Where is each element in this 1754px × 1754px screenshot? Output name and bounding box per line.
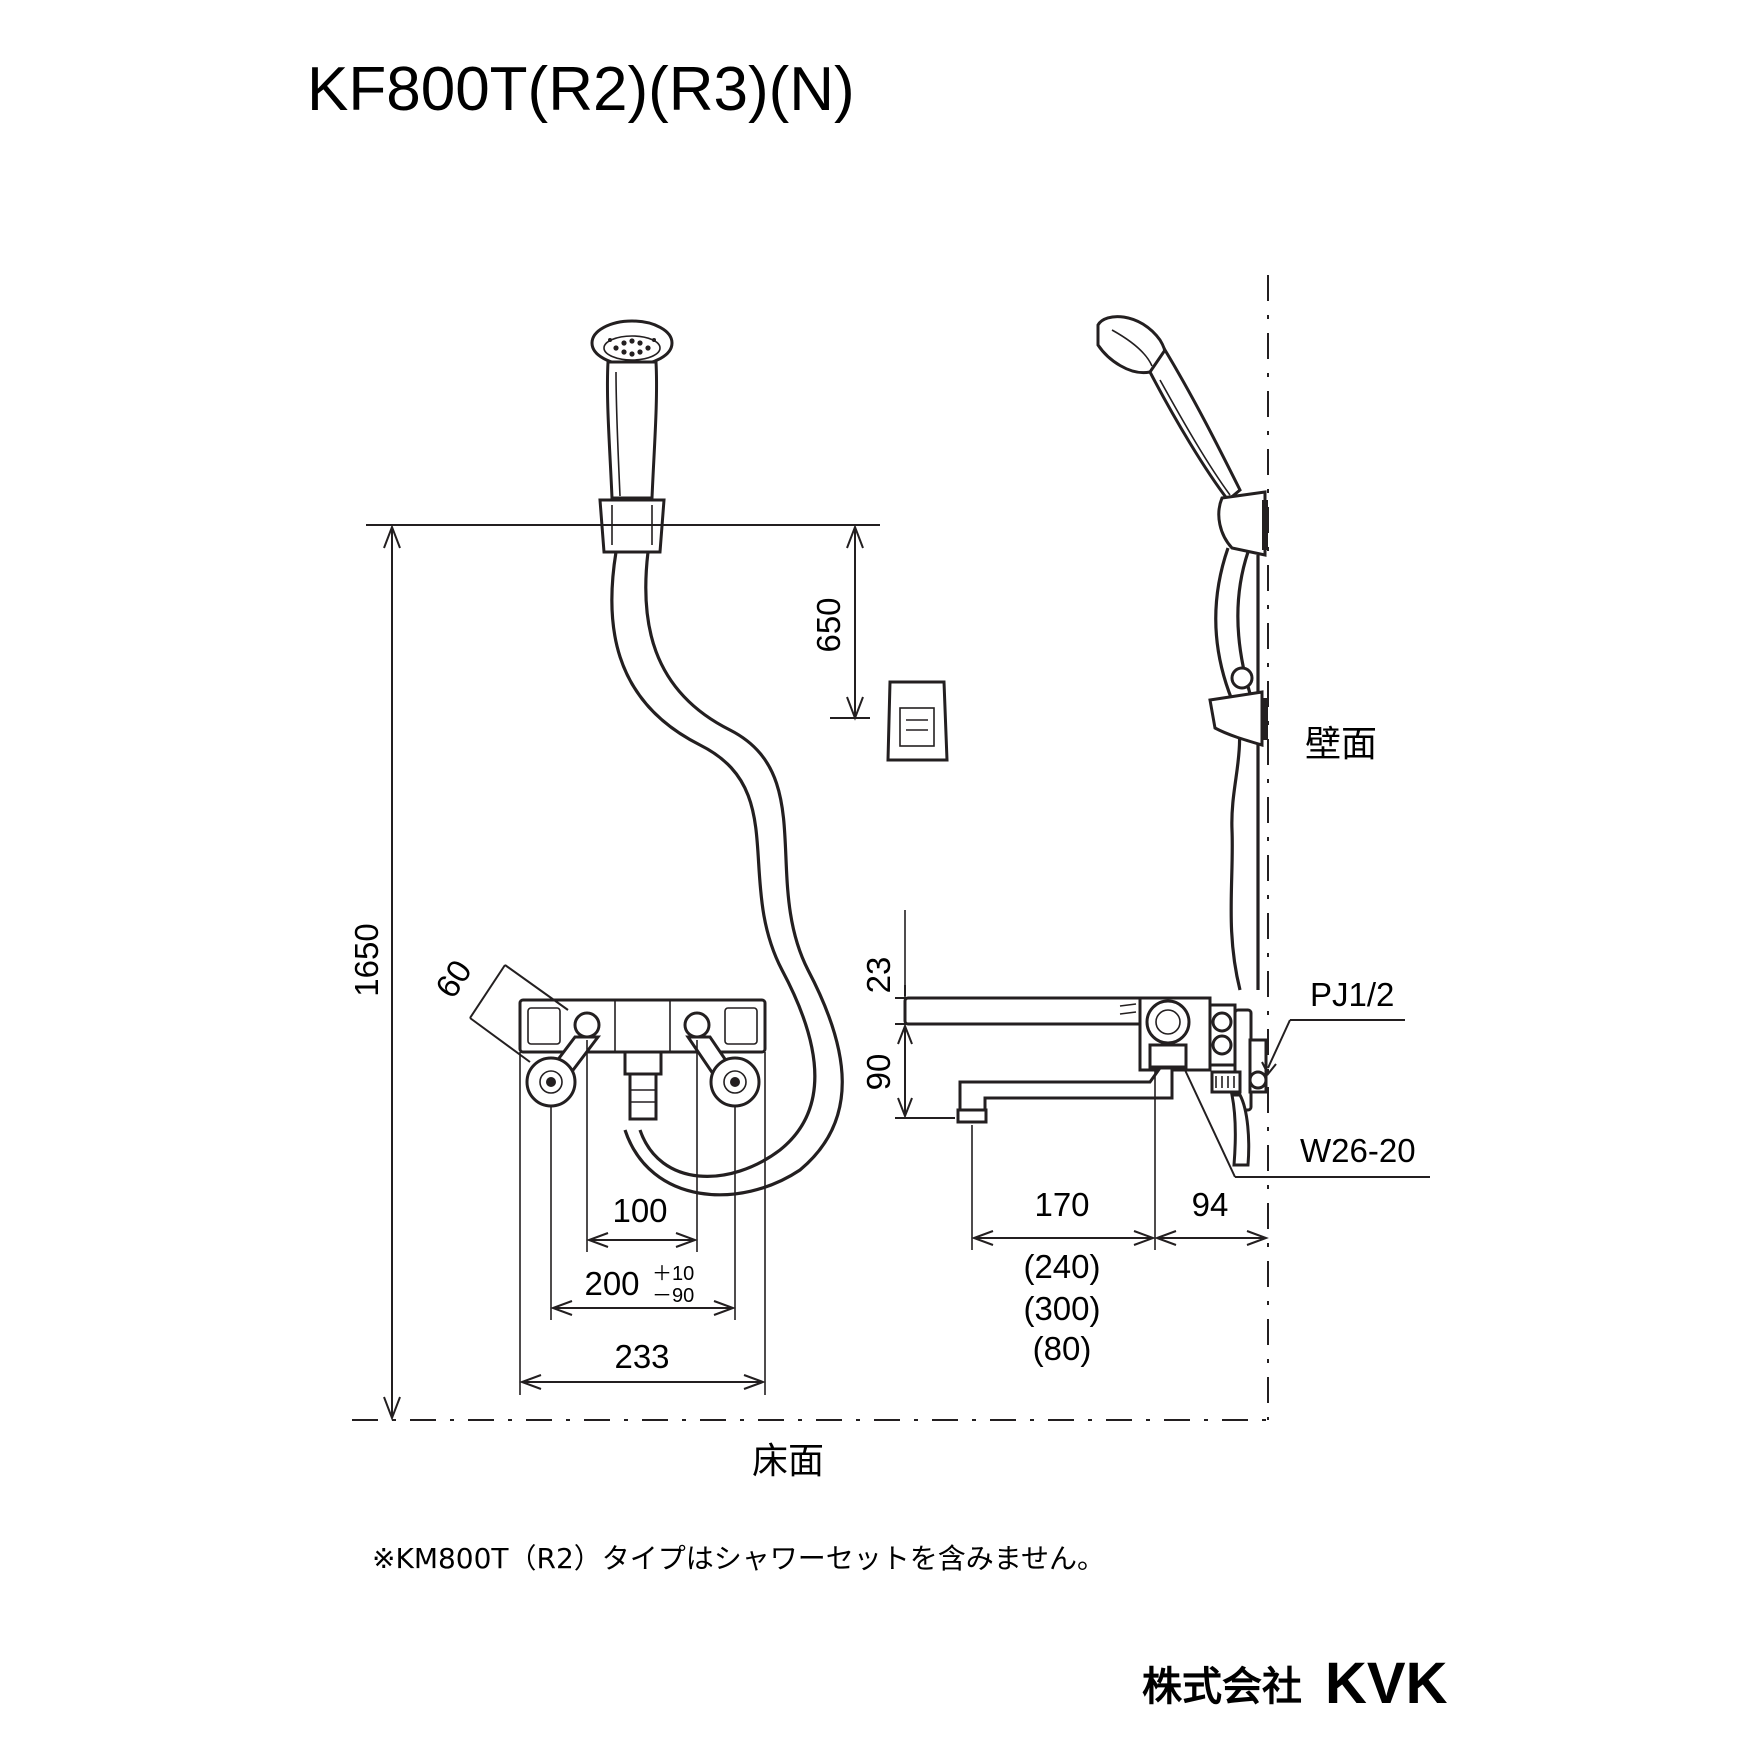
mixer-side-icon — [903, 996, 1268, 1167]
dim-spout-length: 170 — [1034, 1186, 1089, 1223]
footnote: ※KM800T（R2）タイプはシャワーセットを含みません。 — [372, 1542, 1105, 1575]
side-slider-icon — [1208, 690, 1264, 748]
company-name: 株式会社 — [1142, 1664, 1302, 1710]
dim-inner-spacing: 100 — [612, 1192, 667, 1229]
dim-body-width: 233 — [614, 1338, 669, 1375]
side-view — [903, 315, 1268, 1167]
hanger-bracket-icon — [886, 680, 949, 762]
front-view — [518, 319, 949, 1197]
dim-alt-spout-1: (240) — [1023, 1248, 1100, 1285]
dim-pitch: 200 — [584, 1265, 639, 1302]
dim-hanger-distance: 650 — [810, 597, 847, 652]
dim-total-height: 1650 — [348, 923, 385, 996]
dim-lower-height: 90 — [860, 1054, 897, 1091]
mixer-body-icon — [518, 998, 767, 1121]
shower-head-side-icon — [1096, 315, 1242, 503]
dim-wall-offset: 94 — [1192, 1186, 1229, 1223]
callout-pipe-thread: PJ1/2 — [1310, 976, 1394, 1013]
dim-alt-spout-3: (80) — [1033, 1330, 1092, 1367]
brand-logo: KVK — [1325, 1651, 1448, 1716]
dim-upper-height: 23 — [860, 957, 897, 994]
callout-union-thread: W26-20 — [1300, 1132, 1416, 1169]
side-dimensions: 23 90 170 94 (240) (300) (80) PJ1/2 W26-… — [860, 910, 1430, 1367]
floor-label: 床面 — [752, 1441, 824, 1482]
wall-label: 壁面 — [1305, 724, 1377, 765]
dim-handle-angle: 60 — [428, 953, 479, 1004]
front-dimensions: 1650 650 60 100 200 ＋10 －90 233 — [348, 524, 880, 1421]
side-holder-top-icon — [1217, 490, 1267, 557]
dim-alt-spout-2: (300) — [1023, 1290, 1100, 1327]
dim-pitch-tol-plus: ＋10 — [652, 1263, 694, 1285]
model-title: KF800T(R2)(R3)(N) — [307, 55, 855, 124]
shower-head-icon — [590, 319, 674, 500]
dim-pitch-tol-minus: －90 — [652, 1285, 694, 1307]
